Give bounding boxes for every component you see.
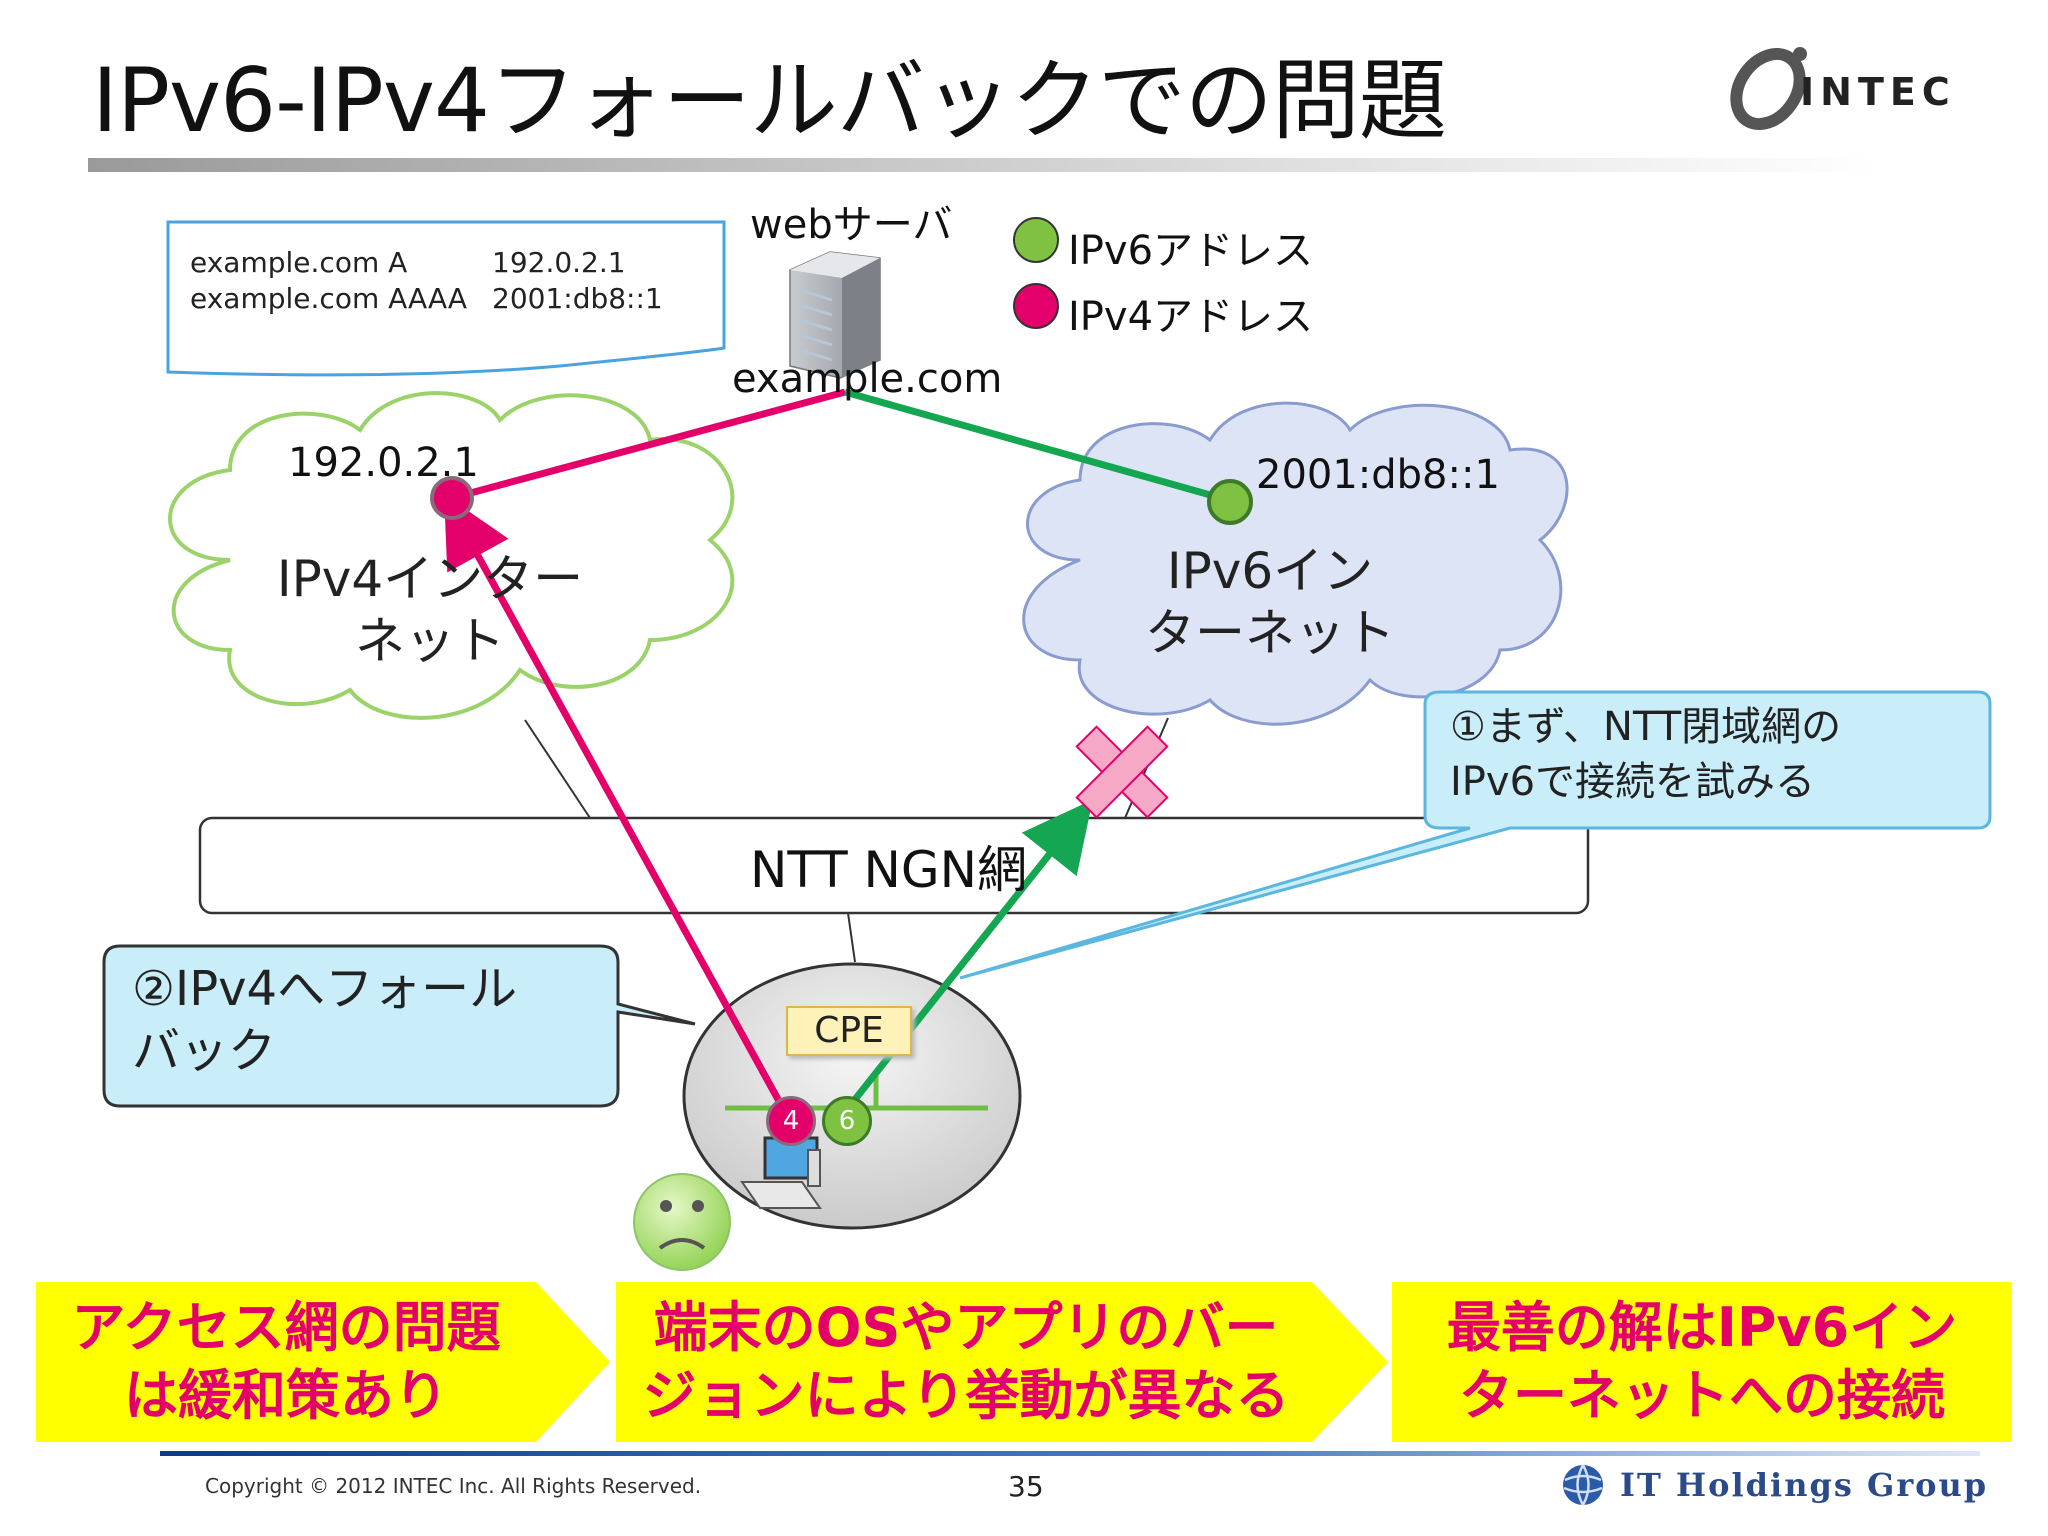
dns-record-note [166,220,726,377]
ipv4-cloud-label: IPv4インターネット [276,550,584,670]
copyright-text: Copyright © 2012 INTEC Inc. All Rights R… [205,1474,702,1498]
ipv4-fallback-arrow [444,494,789,1114]
conclusion-text-2: 端末のOSやアプリのバージョンにより挙動が異なる [642,1296,1290,1427]
conclusion-text-1: アクセス網の問題は緩和策あり [71,1296,501,1427]
ipv6-port: 6 [822,1096,872,1146]
ntt-ngn-network [198,816,1590,915]
ipv6-server-link [844,388,1229,504]
legend-ipv6-dot [1013,217,1059,263]
callout-step2-text: ②IPv4へフォールバック [132,961,518,1079]
sad-face-icon [633,1173,731,1271]
dns-aaaa-record-name: example.com AAAA [190,282,468,315]
conclusion-box-3 [1392,1282,2012,1442]
callout-step2 [102,944,696,1108]
web-server-label: webサーバ [750,202,953,248]
ngn-label: NTT NGN網 [750,841,1028,899]
conclusion-box-2 [616,1282,1388,1442]
dns-a-record-name: example.com A [190,246,408,279]
legend-ipv4-label: IPv4アドレス [1068,294,1314,340]
ipv4-address-node [430,476,474,520]
web-server-icon [789,251,881,379]
ipv4-port: 4 [766,1096,816,1146]
dns-aaaa-record-value: 2001:db8::1 [492,282,663,315]
it-holdings-logo-text: IT Holdings Group [1620,1466,1989,1504]
ipv4-server-link [451,388,846,502]
cpe-box: CPE [786,1006,912,1056]
title-underline [88,158,1878,172]
intec-logo-text: INTEC [1800,70,1956,114]
ipv6-cloud-label: IPv6インターネット [1145,542,1395,662]
legend-ipv6-label: IPv6アドレス [1068,228,1314,274]
globe-icon [1563,1464,1603,1506]
ipv4-address-label: 192.0.2.1 [288,440,479,486]
server-hostname: example.com [732,356,1003,402]
conclusion-text-3: 最善の解はIPv6インターネットへの接続 [1446,1296,1958,1427]
connection-failed-icon [1075,725,1169,819]
ipv6-attempt-arrow [842,799,1093,1115]
slide-title: IPv6-IPv4フォールバックでの問題 [92,49,1447,152]
ipv6-address-label: 2001:db8::1 [1256,452,1500,498]
legend-ipv4-dot [1013,283,1059,329]
conclusion-box-1 [36,1282,610,1442]
intec-logo [1730,47,1807,131]
callout-step1 [959,690,1992,980]
page-number: 35 [1008,1470,1044,1503]
footer-divider [160,1451,1980,1456]
dns-a-record-value: 192.0.2.1 [492,246,626,279]
ipv6-address-node [1207,479,1253,525]
